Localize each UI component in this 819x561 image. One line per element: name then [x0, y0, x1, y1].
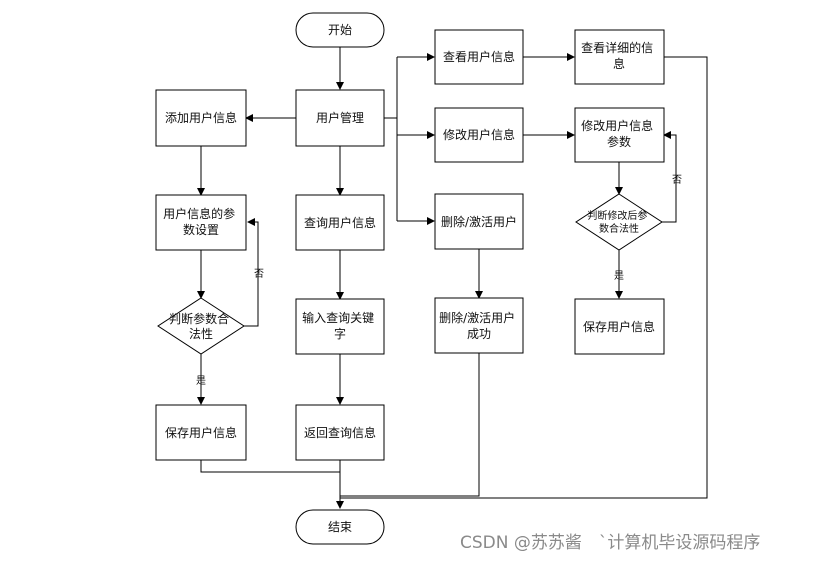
judge-legal-line-2: 法性 [189, 327, 213, 341]
delete-activate-box [434, 193, 524, 250]
view-detail-line-1: 查看详细的信 [581, 40, 653, 55]
start-terminal [295, 12, 385, 48]
edge-detail-to-merge [340, 56, 708, 499]
param-setting-box [155, 194, 247, 251]
judge-legal-label: 判断参数合 法性 [169, 311, 233, 341]
save-left-label: 保存用户信息 [165, 425, 237, 440]
judge-edit-label: 判断修改后参 数合法性 [587, 209, 650, 235]
input-keyword-line-1: 输入查询关键 [302, 310, 374, 325]
save-left-box [155, 404, 247, 461]
input-keyword-label: 输入查询关键 字 [302, 310, 378, 341]
label-no-right: 否 [672, 174, 682, 186]
edit-params-line-2: 参数 [607, 134, 631, 149]
edge-success-to-merge [340, 353, 480, 497]
start-label: 开始 [328, 23, 352, 37]
user-mgmt-box [295, 89, 385, 147]
query-label: 查询用户信息 [304, 215, 376, 230]
view-detail-label: 查看详细的信 息 [581, 40, 657, 71]
query-box [295, 194, 385, 251]
view-detail-line-2: 息 [613, 56, 625, 71]
label-yes-left: 是 [196, 375, 206, 387]
user-mgmt-label: 用户管理 [316, 110, 364, 125]
view-detail-box [574, 29, 665, 85]
input-keyword-box [295, 298, 385, 355]
label-no-left: 否 [254, 268, 264, 280]
delete-success-line-1: 删除/激活用户 [439, 310, 515, 325]
delete-success-label: 删除/激活用户 成功 [439, 310, 519, 341]
return-query-box [295, 404, 385, 461]
judge-legal-line-1: 判断参数合 [169, 311, 229, 326]
end-label: 结束 [328, 520, 352, 534]
edit-params-box [574, 107, 665, 163]
edge-save-left-to-merge [200, 460, 340, 473]
delete-success-box [434, 297, 524, 354]
save-right-box [574, 298, 665, 355]
judge-edit-line-1: 判断修改后参 [587, 209, 647, 222]
edit-user-label: 修改用户信息 [443, 127, 515, 142]
edge-judge-edit-no [662, 131, 677, 223]
delete-activate-label: 删除/激活用户 [441, 214, 517, 229]
edit-params-line-1: 修改用户信息 [581, 118, 653, 133]
param-setting-label: 用户信息的参 数设置 [163, 206, 239, 237]
save-right-label: 保存用户信息 [583, 319, 655, 334]
end-terminal [295, 509, 385, 545]
edit-user-box [434, 107, 524, 163]
judge-edit-diamond [575, 193, 663, 251]
param-setting-line-1: 用户信息的参 [163, 206, 235, 221]
add-user-label: 添加用户信息 [165, 110, 237, 125]
label-yes-right: 是 [614, 270, 624, 282]
delete-success-line-2: 成功 [467, 327, 491, 341]
add-user-box [155, 89, 247, 147]
input-keyword-line-2: 字 [334, 326, 346, 341]
edge-judge-left-no [244, 218, 259, 327]
view-user-box [434, 29, 524, 85]
edit-params-label: 修改用户信息 参数 [581, 118, 657, 149]
return-query-label: 返回查询信息 [304, 425, 376, 440]
param-setting-line-2: 数设置 [183, 222, 219, 237]
judge-legal-diamond [157, 297, 245, 355]
view-user-label: 查看用户信息 [443, 49, 515, 64]
csdn-watermark: CSDN @苏苏酱 `计算机毕设源码程序 [460, 533, 761, 553]
judge-edit-line-2: 数合法性 [599, 222, 639, 235]
